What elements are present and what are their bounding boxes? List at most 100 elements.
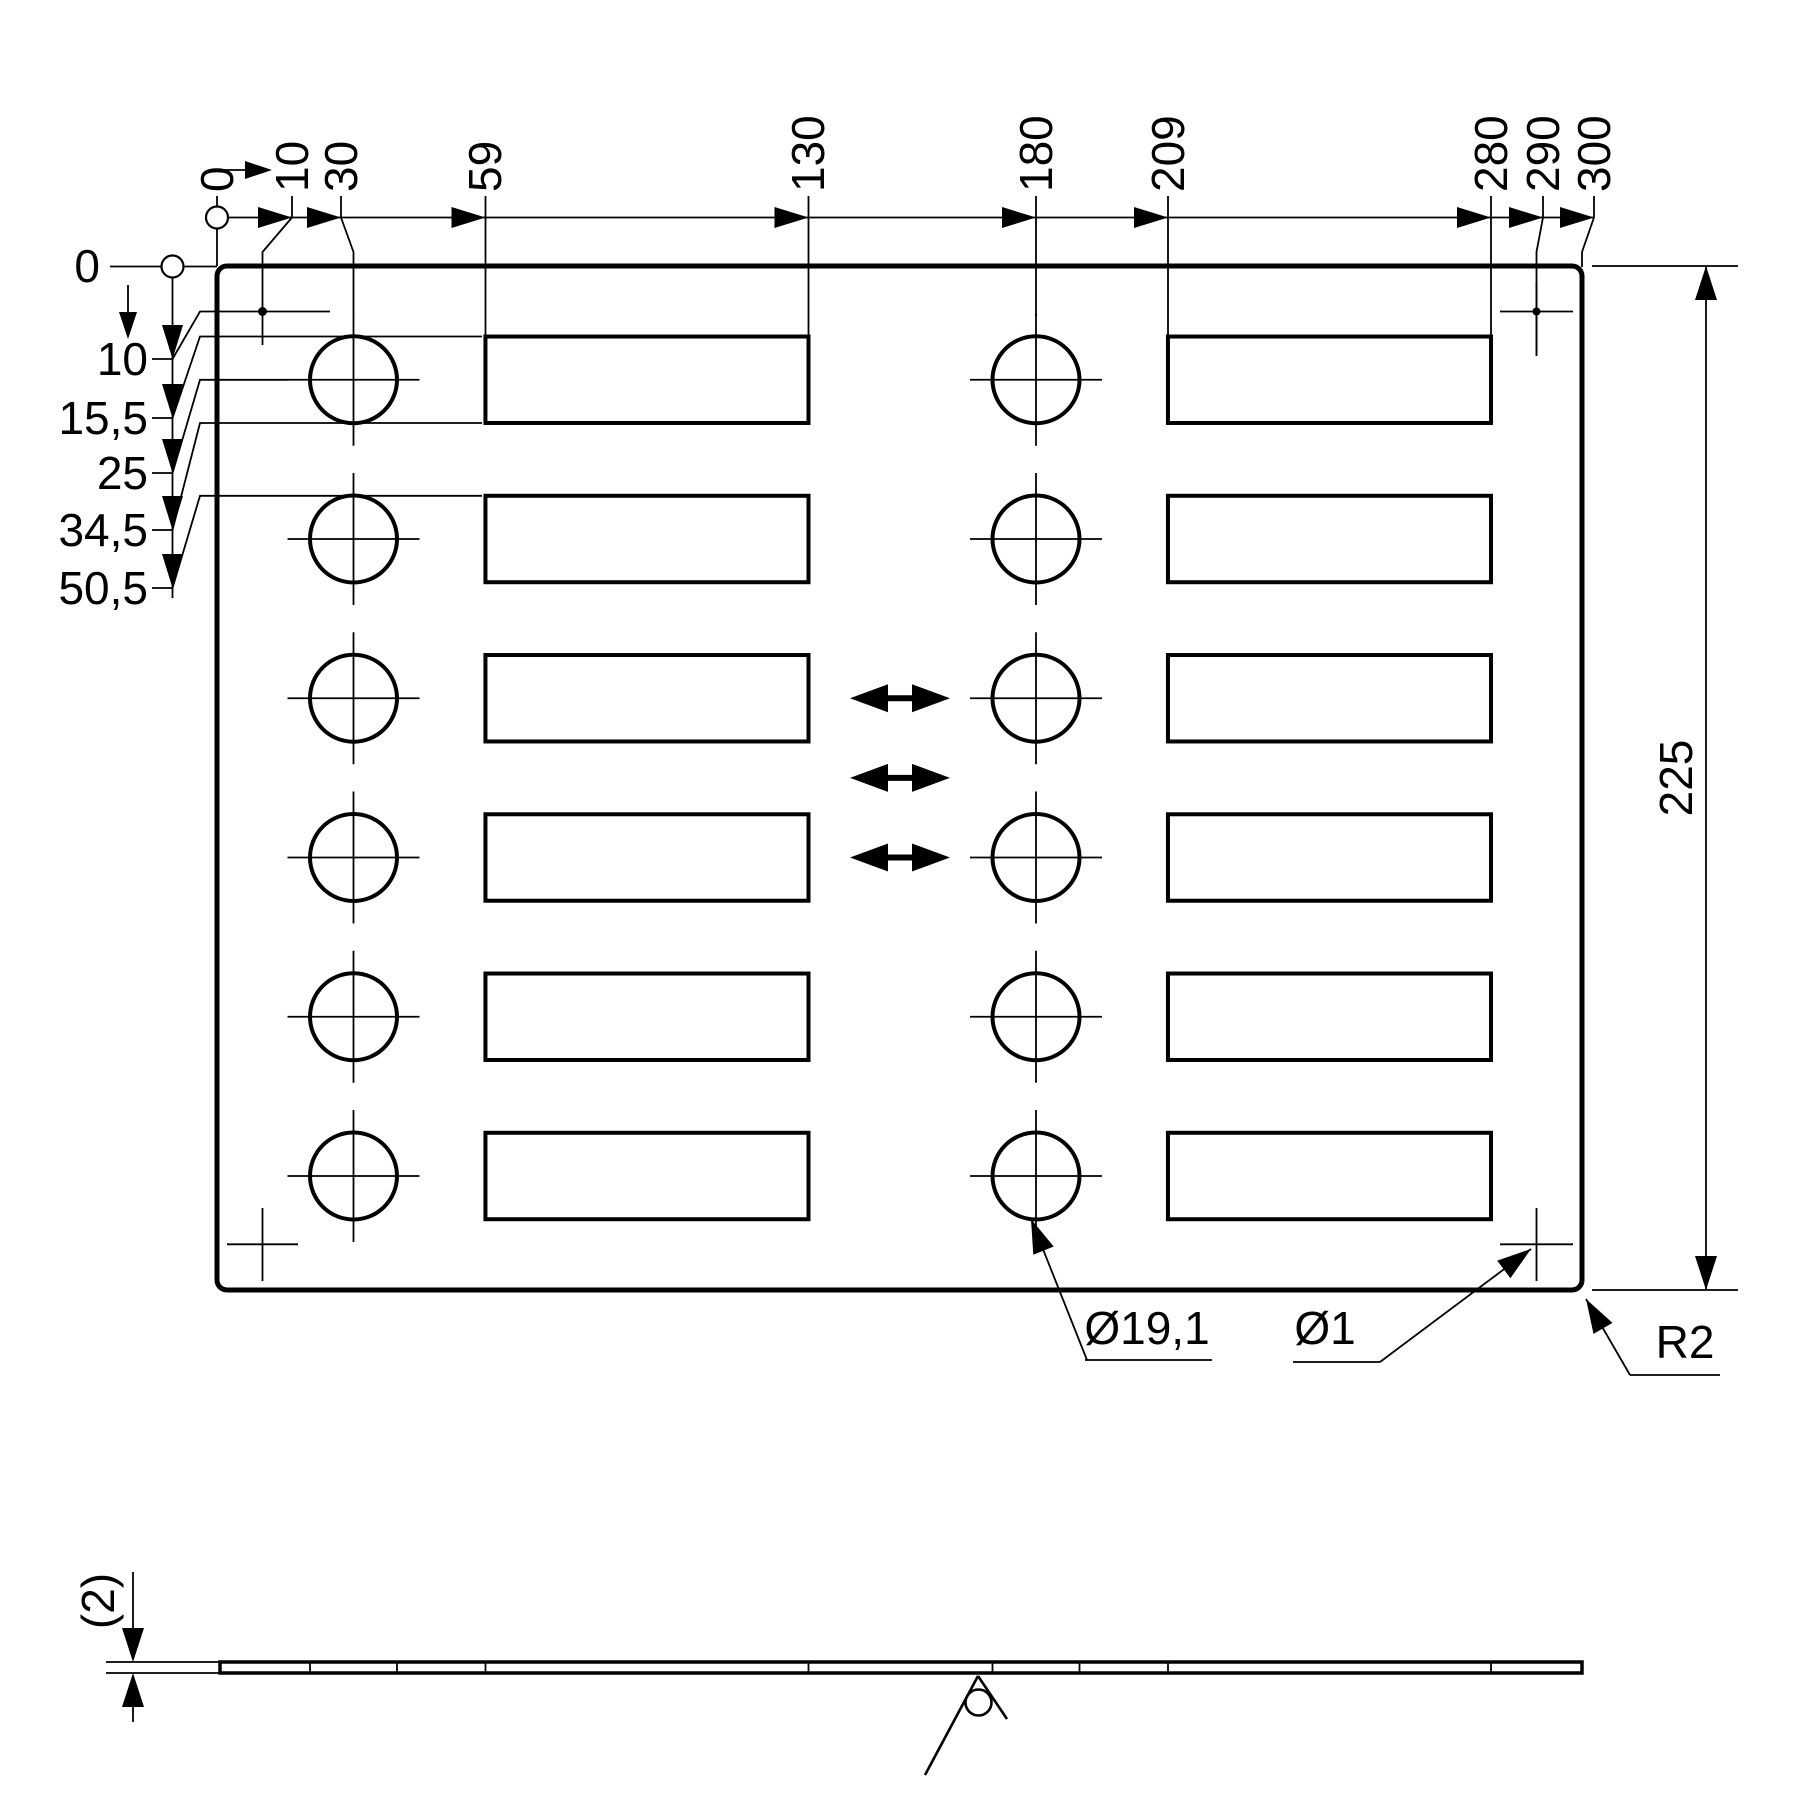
left-ordinate-label: 25	[97, 447, 148, 499]
sheet-section-outline	[218, 1660, 1584, 1675]
height-dimension: 225	[1592, 265, 1738, 1291]
hole	[308, 971, 399, 1063]
transfer-arrow-head-left	[850, 763, 888, 792]
hole	[990, 812, 1082, 903]
ordinate-arrowhead	[1509, 207, 1543, 228]
dogleg-leader	[171, 422, 482, 531]
y-direction-arrow-icon	[119, 312, 137, 339]
ordinate-arrowhead	[451, 207, 486, 228]
surface-finish-icon	[923, 1675, 1009, 1776]
left-ordinate-label: 0	[74, 240, 100, 292]
slot-cutout	[483, 971, 811, 1062]
slot-cutout	[1165, 493, 1493, 585]
left-ordinate-label: 50,5	[58, 562, 148, 614]
left-ordinate-dimensions: 0 10 15,5 25 34,5 50,5	[58, 240, 482, 614]
slot-cutout	[1165, 1130, 1493, 1222]
top-ordinate-dimensions: 0 10 30 59 130 180 209 280 290 300	[191, 115, 1620, 356]
top-ordinate-label: 130	[782, 115, 834, 192]
ordinate-arrowhead	[162, 496, 183, 530]
slot-cutout	[483, 493, 811, 585]
slot-cutout	[483, 1130, 811, 1222]
transfer-arrow-head-right	[912, 843, 950, 872]
top-ordinate-label: 10	[266, 141, 318, 192]
hole	[308, 1130, 399, 1222]
pilot-hole-diameter-label: Ø1	[1294, 1302, 1355, 1354]
transfer-arrow-head-left	[850, 843, 888, 872]
transfer-arrows	[850, 684, 950, 872]
dogleg-leader	[1581, 217, 1595, 267]
ordinate-arrowhead	[162, 439, 183, 473]
transfer-arrow-head-left	[850, 684, 888, 713]
corner-marker-bottom-left	[227, 1208, 298, 1281]
slot-cutout	[483, 653, 811, 744]
hole	[990, 493, 1082, 585]
hole	[308, 812, 399, 903]
leader-arrowhead	[1031, 1219, 1054, 1255]
ordinate-arrowhead	[307, 207, 341, 228]
top-ordinate-label: 290	[1517, 115, 1569, 192]
ordinate-origin-icon	[204, 205, 230, 230]
corner-marker-bottom-right	[1500, 1208, 1573, 1281]
corner-radius-callout: R2	[1585, 1298, 1720, 1376]
ordinate-arrowhead	[162, 384, 183, 418]
dogleg-leader	[171, 310, 330, 360]
slot-cutout	[1165, 812, 1493, 903]
top-ordinate-label: 59	[459, 141, 511, 192]
dimension-arrowhead	[122, 1673, 144, 1707]
dimension-arrowhead	[122, 1628, 144, 1662]
transfer-arrow-head-right	[912, 763, 950, 792]
dogleg-leader	[340, 217, 355, 314]
left-ordinate-label: 34,5	[58, 504, 148, 556]
symbol-circle	[964, 1688, 993, 1717]
ordinate-arrowhead	[1134, 207, 1168, 228]
ordinate-origin-icon	[160, 254, 185, 279]
side-view-ticks	[309, 1661, 1492, 1674]
slot-cutout	[1165, 971, 1493, 1062]
top-ordinate-label: 180	[1010, 115, 1062, 192]
ordinate-arrowhead	[1457, 207, 1491, 228]
ordinate-arrowhead	[774, 207, 809, 228]
corner-radius-label: R2	[1656, 1316, 1715, 1368]
hole	[990, 652, 1082, 744]
ordinate-arrowhead	[162, 554, 183, 588]
main-view	[214, 263, 1585, 1293]
pilot-hole-callout: Ø1	[1293, 1248, 1532, 1363]
left-arrowheads	[162, 325, 183, 588]
thickness-label: (2)	[72, 1573, 124, 1629]
symbol-leg-long	[923, 1675, 980, 1776]
left-ordinate-label: 10	[97, 333, 148, 385]
leader-annotations: Ø19,1 Ø1 R2	[1030, 1218, 1720, 1376]
dogleg-leader	[171, 335, 482, 419]
hole	[990, 971, 1082, 1063]
dimension-arrowhead	[1695, 266, 1717, 300]
leader-arrowhead	[1586, 1299, 1613, 1334]
dogleg-leader	[1535, 217, 1544, 356]
ordinate-arrowhead	[1560, 207, 1594, 228]
top-arrowheads	[258, 207, 1594, 228]
slot-cutout	[1165, 334, 1493, 425]
hole	[308, 652, 399, 744]
x-direction-arrow-icon	[245, 161, 272, 179]
hole-diameter-label: Ø19,1	[1084, 1302, 1209, 1354]
ordinate-arrowhead	[162, 325, 183, 359]
hole	[990, 334, 1082, 426]
left-ordinate-label: 15,5	[58, 392, 148, 444]
hole-diameter-callout: Ø19,1	[1030, 1218, 1212, 1361]
dogleg-leader	[261, 216, 293, 345]
holes-and-slots	[287, 313, 1493, 1242]
height-dimension-label: 225	[1650, 740, 1702, 817]
top-ordinate-label: 0	[191, 166, 243, 192]
dimension-arrowhead	[1695, 1256, 1717, 1290]
leader-arrowhead	[1497, 1249, 1531, 1279]
slot-cutout	[483, 812, 811, 903]
symbol-leg-short	[976, 1675, 1009, 1720]
slot-cutout	[483, 334, 811, 425]
ordinate-arrowhead	[1002, 207, 1036, 228]
top-ordinate-label: 209	[1142, 115, 1194, 192]
ordinate-arrowhead	[258, 207, 292, 228]
transfer-arrow-head-right	[912, 684, 950, 713]
slot-cutout	[1165, 653, 1493, 744]
top-ordinate-label: 300	[1568, 115, 1620, 192]
top-ordinate-label: 280	[1465, 115, 1517, 192]
